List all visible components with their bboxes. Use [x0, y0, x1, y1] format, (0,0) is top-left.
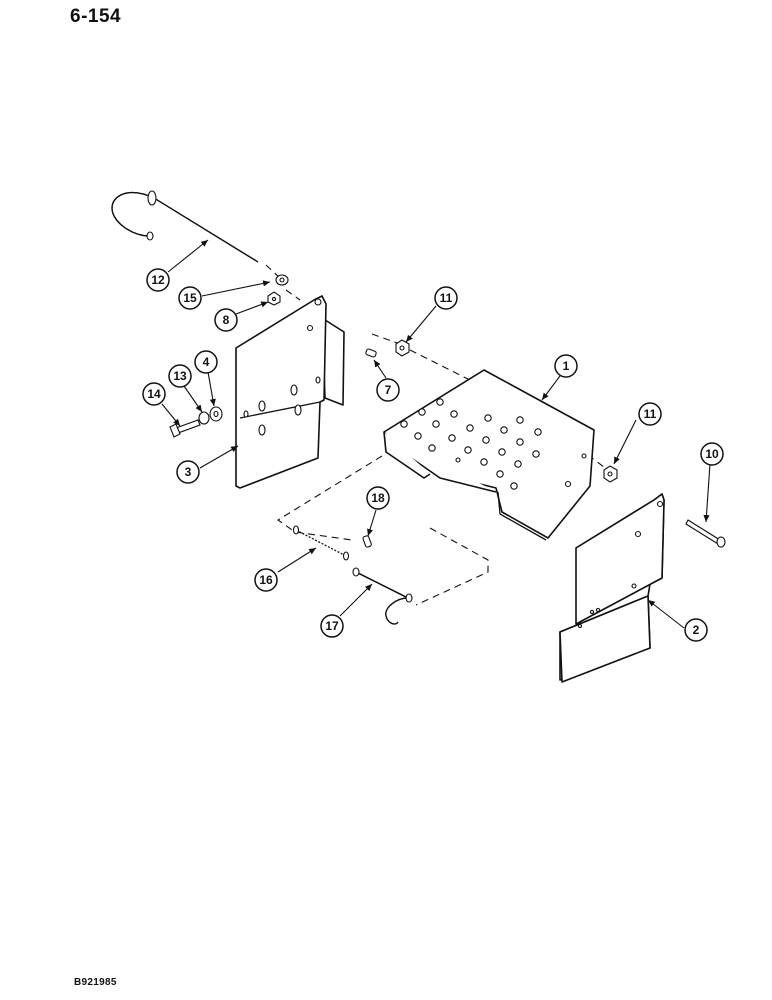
svg-text:7: 7 — [385, 383, 392, 397]
svg-text:1: 1 — [563, 359, 570, 373]
svg-text:17: 17 — [325, 619, 339, 633]
svg-text:13: 13 — [173, 369, 187, 383]
svg-text:16: 16 — [259, 573, 273, 587]
callout-18: 18 — [366, 486, 390, 510]
handle-rod-part-12 — [111, 190, 259, 263]
svg-text:11: 11 — [440, 291, 453, 305]
callout-4: 4 — [194, 350, 218, 374]
nut-part-11-lower — [603, 465, 618, 483]
roll-pin-part-18 — [362, 535, 372, 548]
washer-part-4 — [209, 406, 223, 422]
callout-17: 17 — [320, 614, 344, 638]
assembly-dashed-lines — [265, 264, 609, 606]
callout-leaders — [161, 239, 711, 629]
svg-text:10: 10 — [705, 447, 719, 461]
svg-text:2: 2 — [693, 623, 700, 637]
svg-text:3: 3 — [185, 465, 192, 479]
callout-3: 3 — [176, 460, 200, 484]
callout-7: 7 — [376, 378, 400, 402]
callout-8: 8 — [214, 308, 238, 332]
washer-part-15 — [275, 274, 289, 286]
callout-bubbles: 1 2 3 4 7 8 10 11 — [142, 268, 724, 642]
pin-part-10 — [685, 519, 726, 548]
left-shield-plate-part-3 — [235, 295, 345, 489]
callout-1: 1 — [554, 354, 578, 378]
callout-12: 12 — [146, 268, 170, 292]
bolt-part-14 — [169, 419, 201, 438]
svg-text:8: 8 — [223, 313, 230, 327]
nut-part-11-upper — [395, 339, 410, 357]
callout-14: 14 — [142, 382, 166, 406]
spring-part-16 — [292, 525, 350, 561]
svg-text:18: 18 — [371, 491, 385, 505]
svg-text:11: 11 — [644, 407, 657, 421]
svg-text:14: 14 — [147, 387, 161, 401]
pin-part-7 — [365, 348, 377, 358]
callout-11-lower: 11 — [638, 402, 662, 426]
callout-10: 10 — [700, 442, 724, 466]
callout-15: 15 — [178, 286, 202, 310]
tread-holes — [400, 398, 542, 490]
right-shield-plate-part-2 — [559, 493, 665, 683]
figure-code: B921985 — [74, 977, 117, 988]
callout-16: 16 — [254, 568, 278, 592]
step-bracket-part-1 — [383, 369, 595, 541]
page-number: 6-154 — [70, 6, 122, 27]
svg-text:12: 12 — [151, 273, 165, 287]
latch-rod-part-17 — [352, 567, 413, 625]
nut-part-8 — [267, 291, 281, 306]
lockwasher-part-13 — [198, 411, 210, 425]
callout-11-upper: 11 — [434, 286, 458, 310]
callout-2: 2 — [684, 618, 708, 642]
svg-text:4: 4 — [203, 355, 210, 369]
svg-text:15: 15 — [183, 291, 197, 305]
callout-13: 13 — [168, 364, 192, 388]
